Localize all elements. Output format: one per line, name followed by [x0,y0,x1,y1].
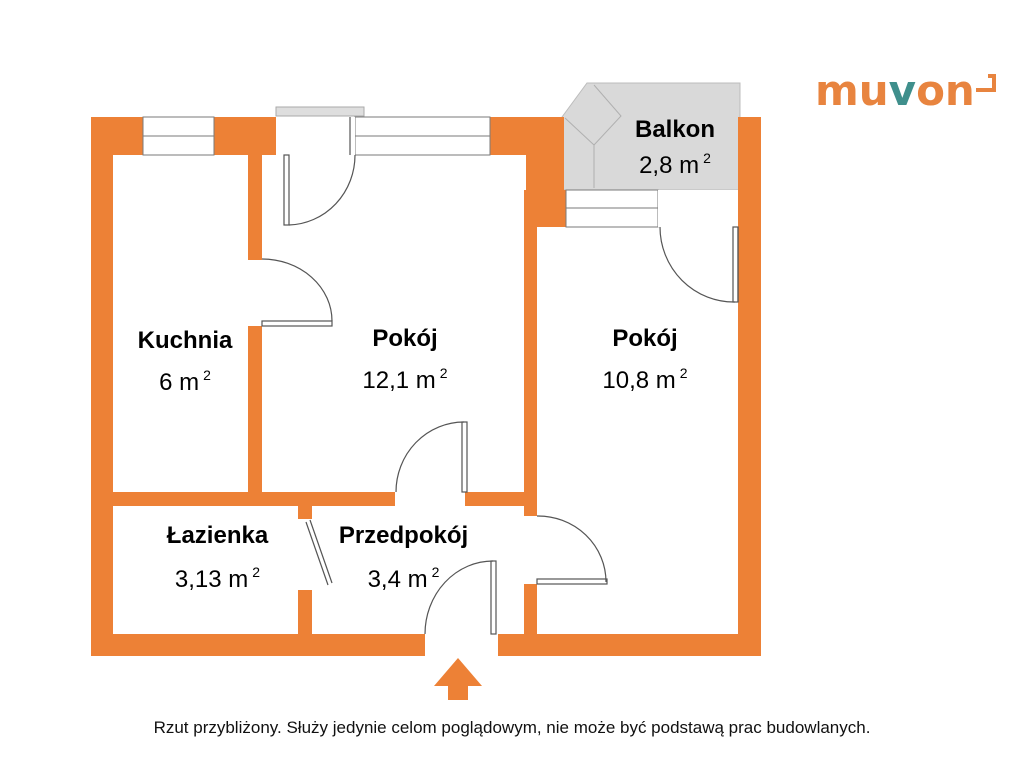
window-sill [275,106,365,117]
logo-text-part: mu [815,66,889,115]
balcony-door-fold [593,84,622,146]
room-name: Pokój [612,325,678,352]
room-name: Łazienka [166,522,269,549]
room-name: Pokój [372,325,438,352]
disclaimer-caption: Rzut przybliżony. Służy jedynie celom po… [153,718,871,737]
entrance-arrow-icon [434,658,482,700]
muvon-logo: muvon [815,66,975,116]
door-openings [248,117,738,656]
room-name: Przedpokój [338,522,469,549]
windows [142,116,659,228]
doors [261,117,739,635]
logo-mark-icon [976,74,996,92]
room-name: Balkon [634,116,715,143]
logo-text-part: v [888,66,917,115]
logo-text-part: on [916,66,975,115]
room-name: Kuchnia [137,327,233,354]
